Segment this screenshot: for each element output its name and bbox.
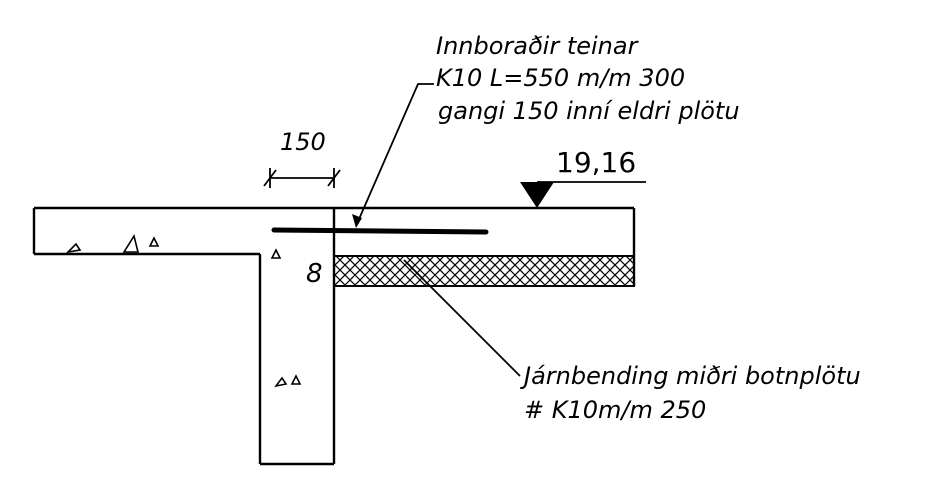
bottom-note-line1: Járnbending miðri botnplötu xyxy=(520,362,861,390)
top-note-line3: gangi 150 inní eldri plötu xyxy=(438,97,740,125)
rebar-mark: 8 xyxy=(306,259,323,289)
dimension-label: 150 xyxy=(280,128,326,156)
insulation-hatch xyxy=(333,255,635,287)
bottom-note-leader xyxy=(403,259,521,377)
dimension-slash-left xyxy=(263,169,277,187)
top-note-leader-arrow xyxy=(352,214,362,228)
elevation-label: 19,16 xyxy=(556,146,636,179)
dimension-slash-right xyxy=(327,169,341,187)
top-note-line2: K10 L=550 m/m 300 xyxy=(436,64,685,92)
top-note-line1: Innboraðir teinar xyxy=(436,32,640,60)
top-note-leader xyxy=(355,83,434,227)
bottom-note-line2: # K10m/m 250 xyxy=(524,396,706,424)
concrete-aggregate-symbols xyxy=(65,233,302,388)
rebar-bar xyxy=(271,227,489,235)
elevation-marker xyxy=(520,182,554,208)
